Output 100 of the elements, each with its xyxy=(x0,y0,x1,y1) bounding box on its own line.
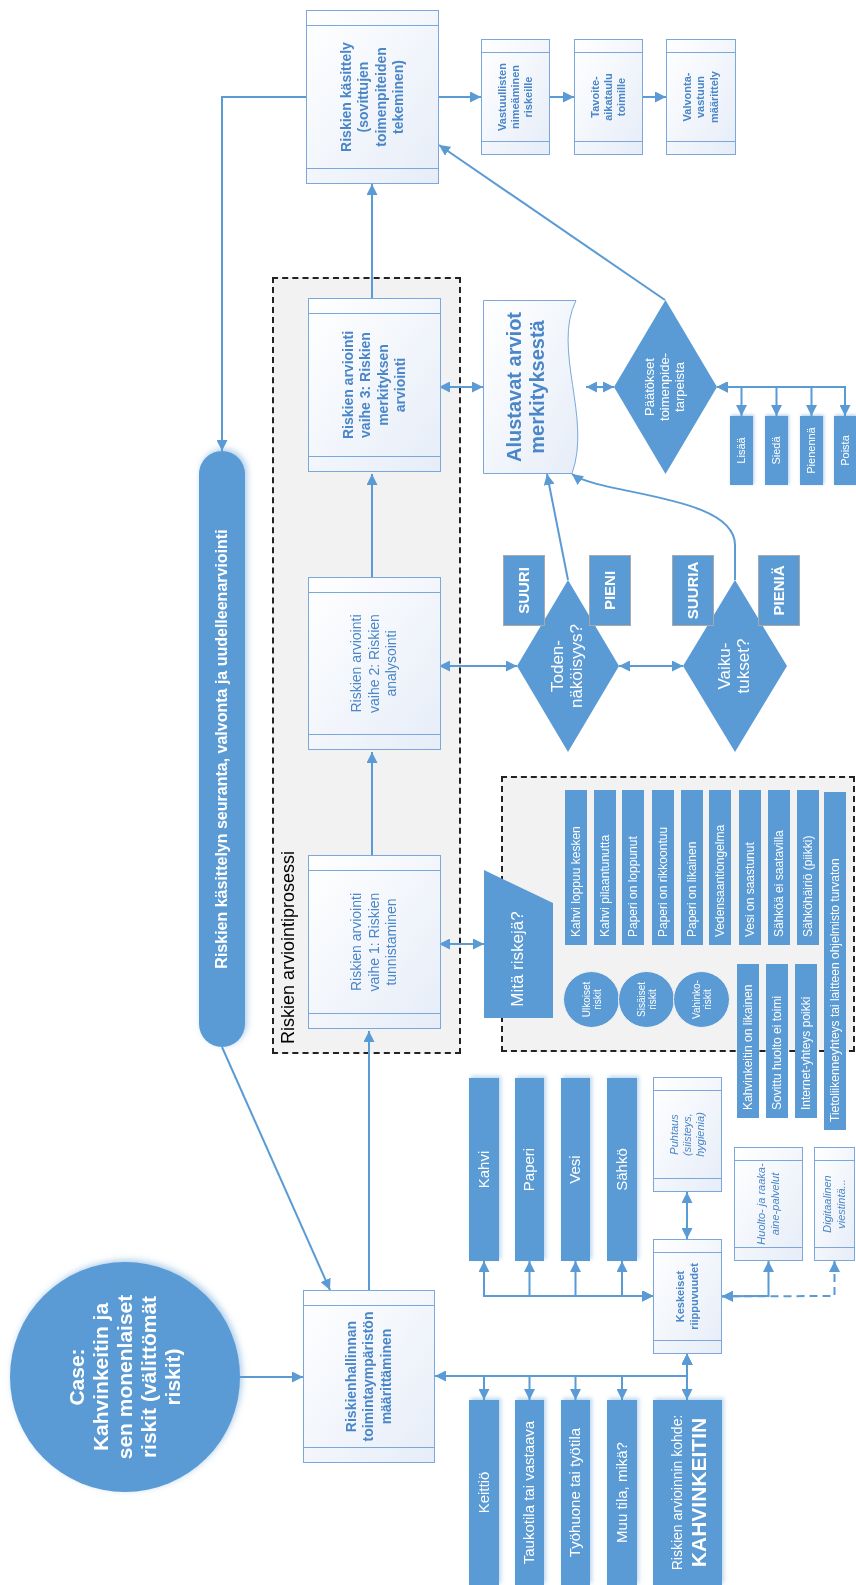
location-bar xyxy=(515,1400,544,1585)
option-box xyxy=(834,416,856,485)
node-text: Kahvi loppuu kesken xyxy=(568,826,584,937)
arrow xyxy=(642,91,667,103)
node-text: Tavoite-aikataulu toimille xyxy=(588,72,629,123)
node-text: Riskien käsittelyn seuranta, valvonta ja uudelleenarviointi xyxy=(212,529,231,969)
risk-bar xyxy=(795,964,817,1118)
node-text: Vahinko-riskit xyxy=(690,979,713,1021)
node-text: KAHVINKEITIN xyxy=(687,1417,709,1568)
arrow xyxy=(438,381,484,393)
node-text: Alustavat arviot merkityksestä xyxy=(502,310,549,464)
node-text: Vaiku-tukset? xyxy=(716,637,754,696)
value-tag xyxy=(589,555,631,626)
resource-bar xyxy=(515,1078,544,1261)
node-text: Riskien arvioinnin kohde: xyxy=(667,1414,686,1571)
option-box xyxy=(765,416,788,485)
process-box xyxy=(308,298,441,472)
node-text: Paperi on likainen xyxy=(684,841,700,937)
node-text: Vesi xyxy=(565,1155,585,1184)
node-text: PIENI xyxy=(599,570,619,611)
arrow xyxy=(681,1191,693,1240)
risk-bar xyxy=(594,790,616,945)
process-box xyxy=(306,10,439,184)
risk-bar xyxy=(768,790,790,945)
arrow xyxy=(438,91,482,103)
location-bar xyxy=(469,1400,499,1585)
manual-input-shape xyxy=(484,870,553,1018)
arrow xyxy=(366,183,378,301)
node-text: Kahvi pilaantunutta xyxy=(597,834,613,937)
node-text: Sähkö xyxy=(611,1148,631,1191)
node-text: Poista xyxy=(837,435,852,466)
node-text: Työhuone tai työtila xyxy=(565,1427,585,1558)
risk-bar xyxy=(737,964,759,1118)
risk-bar xyxy=(622,790,644,945)
node-text: Kahvinkeitin on likainen xyxy=(740,984,756,1110)
group-frame xyxy=(272,277,461,1054)
arrow xyxy=(681,1353,693,1401)
process-box xyxy=(308,577,441,750)
terminator-pill xyxy=(199,451,245,1047)
location-bar xyxy=(561,1400,590,1585)
node-text: Paperi on loppunut xyxy=(625,836,641,937)
node-text: Vedensaantiongelma xyxy=(712,824,728,937)
process-box xyxy=(308,855,441,1029)
node-text: Digitaalinen viestintä... xyxy=(821,1174,848,1235)
process-box xyxy=(653,1077,722,1192)
arrow xyxy=(618,660,684,672)
node-text: Case: xyxy=(64,1348,89,1406)
node-text: Riskien arviointi vaihe 3: Riskien merkityksen arviointi xyxy=(339,329,409,442)
arrow xyxy=(549,91,575,103)
node-text: Mitä riskejä? xyxy=(509,911,528,1007)
node-text: Ulkoiset riskit xyxy=(580,980,603,1020)
arrow xyxy=(571,473,736,581)
node-text: Riskien käsittely (sovittujen toimenpiteiden tekeminen) xyxy=(337,41,407,154)
risk-bar xyxy=(681,790,703,945)
arrow xyxy=(721,1260,840,1302)
resource-bar xyxy=(469,1078,499,1261)
value-tag xyxy=(503,555,545,626)
arrow xyxy=(543,473,569,581)
arrow xyxy=(585,381,615,393)
node-text: Valvonta-vastuun määrittely xyxy=(681,70,721,125)
risk-bar xyxy=(565,790,587,945)
arrow xyxy=(716,381,851,417)
arrow xyxy=(366,473,378,580)
process-box xyxy=(814,1147,855,1261)
process-box xyxy=(481,39,550,155)
option-box xyxy=(730,416,753,485)
arrow xyxy=(438,938,485,950)
risk-bar xyxy=(709,790,731,945)
value-tag xyxy=(758,555,800,626)
option-box xyxy=(800,416,823,485)
resource-bar xyxy=(607,1078,637,1261)
node-text: Sähköä ei saatavilla xyxy=(771,830,787,937)
arrow xyxy=(438,660,518,672)
node-text: Sisäiset riskit xyxy=(635,981,658,1019)
node-text: Internet-yhteys poikki xyxy=(798,996,814,1110)
target-bar xyxy=(653,1400,722,1585)
value-tag xyxy=(672,555,714,626)
decision-diamond xyxy=(614,300,717,474)
node-text: Puhtaus (siisteys, hygienia) xyxy=(667,1111,708,1159)
node-text: Päätökset toimenpide-tarpeista xyxy=(643,352,688,423)
node-text: Riskien arviointi vaihe 2: Riskien analysointi xyxy=(348,613,401,715)
node-text: Taukotila tai vastaava xyxy=(519,1420,539,1565)
arrow xyxy=(616,1260,654,1302)
risk-bar xyxy=(824,792,846,1130)
risk-bar xyxy=(766,964,788,1118)
arrow xyxy=(216,96,307,452)
node-text: Sähköhäiriö (piikki) xyxy=(800,835,816,937)
node-text: Lisää xyxy=(734,437,749,464)
node-text: Keittiö xyxy=(473,1471,493,1514)
node-text: SUURIA xyxy=(682,561,702,620)
node-text: Tietoliikenneyhteys tai laitteen ohjelmisto turvaton xyxy=(827,858,843,1122)
node-text: Riskien arviointi vaihe 1: Riskien tunnistaminen xyxy=(348,891,401,994)
node-text: Huolto- ja raaka-aine-palvelut xyxy=(755,1163,782,1245)
node-text: Riskienhallinnan toimintaympäristön määrittäminen xyxy=(342,1311,395,1442)
node-text: Pienennä xyxy=(804,427,819,474)
node-text: Riskien arviointiprosessi xyxy=(278,850,298,1044)
node-text: Kahvinkeitin ja sen monenlaiset riskit (välittömät riskit) xyxy=(88,1294,186,1460)
risk-bar xyxy=(797,790,819,945)
node-text: Vesi on saastunut xyxy=(742,842,758,937)
process-box xyxy=(574,39,643,155)
